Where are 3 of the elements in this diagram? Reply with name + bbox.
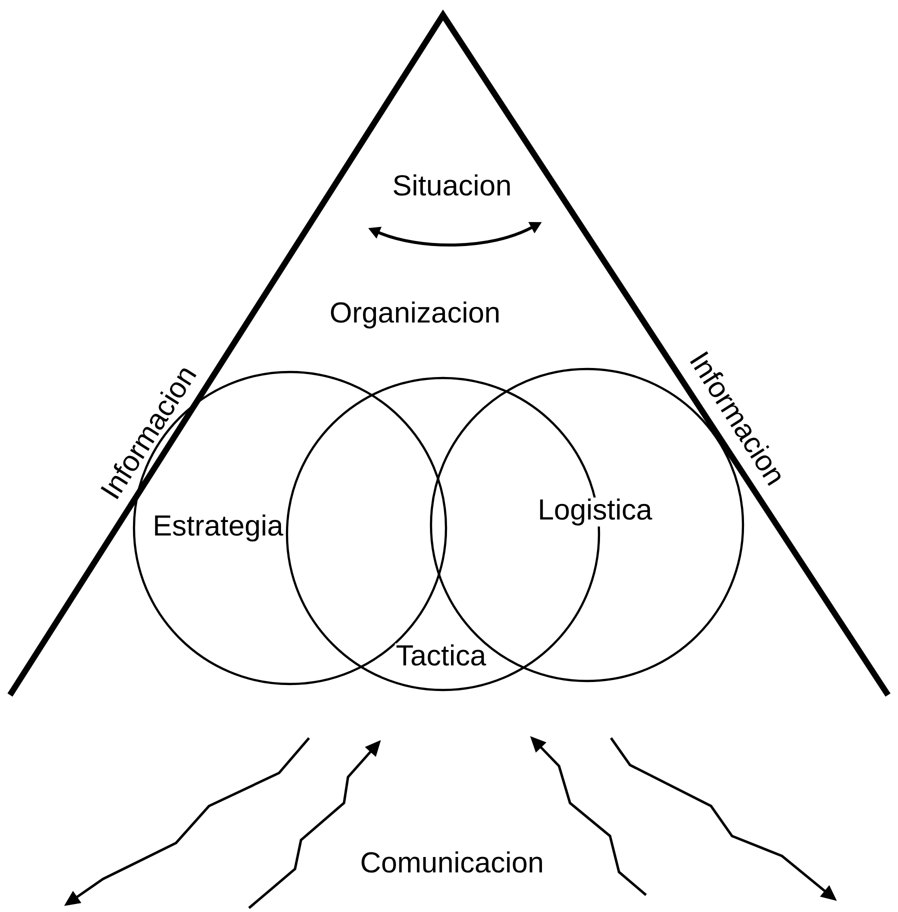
- text-label: Comunicacion: [362, 851, 542, 873]
- text-label: Situacion: [394, 174, 510, 196]
- text-label: Organizacion: [330, 301, 499, 329]
